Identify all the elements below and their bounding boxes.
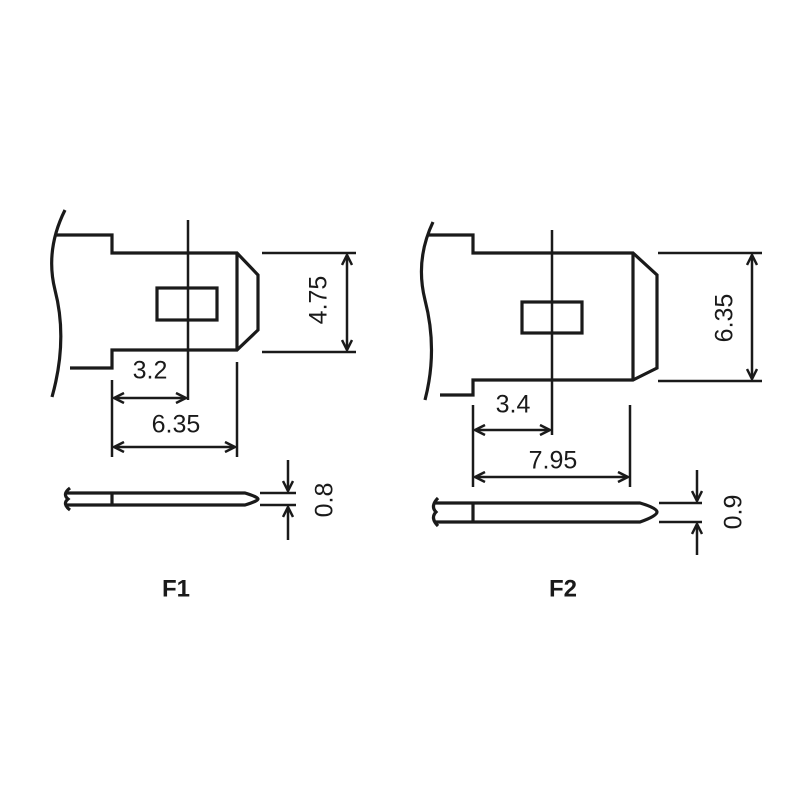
f1-width-label: 4.75: [305, 276, 333, 325]
f2-tab-outline: [427, 233, 659, 397]
f1-length-label: 6.35: [152, 411, 201, 439]
terminal-f2: 3.4 7.95 6.35 0.9 F2: [419, 221, 762, 602]
f2-width-label: 6.35: [711, 294, 739, 343]
f1-hole-offset-label: 3.2: [133, 357, 168, 385]
f1-side-view: [63, 486, 260, 512]
terminal-f1: 3.2 6.35 4.75 0.8 F1: [50, 209, 356, 602]
f2-side-view: [431, 496, 659, 528]
f1-thickness-label: 0.8: [311, 483, 339, 518]
f2-thickness-label: 0.9: [720, 495, 748, 530]
f2-caption: F2: [549, 575, 577, 602]
f2-length-label: 7.95: [529, 447, 578, 475]
f1-caption: F1: [162, 575, 190, 602]
f1-tab-outline: [55, 233, 260, 370]
f2-body-break: [419, 221, 435, 401]
f2-hole-offset-label: 3.4: [496, 391, 531, 419]
f1-body-break: [50, 209, 67, 398]
